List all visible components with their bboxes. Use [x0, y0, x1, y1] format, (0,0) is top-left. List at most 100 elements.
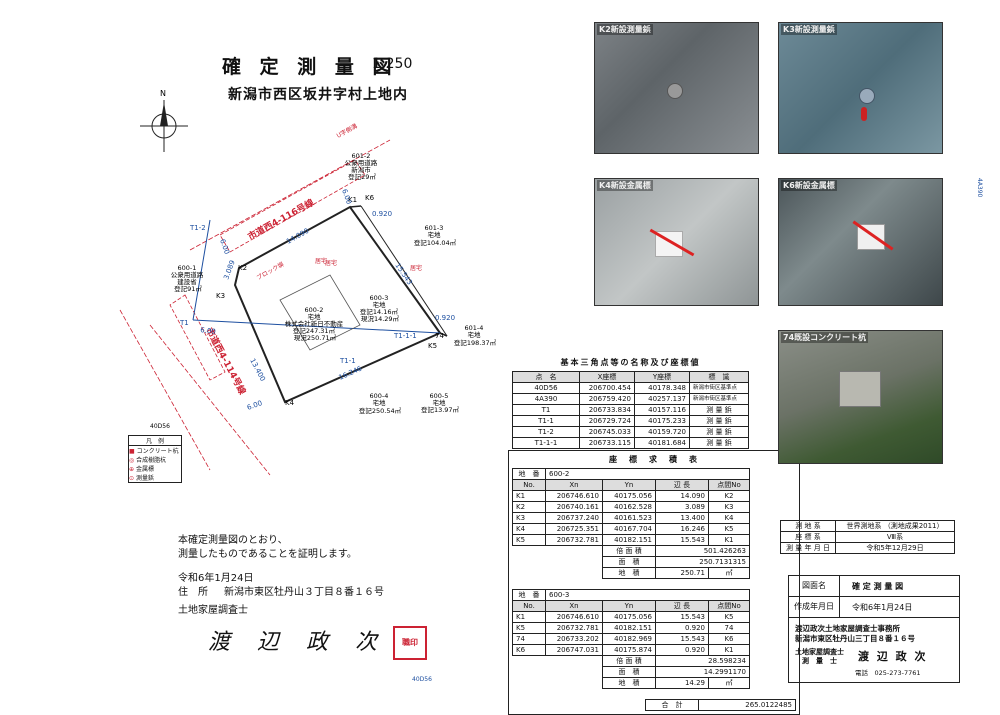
point-T1-2: T1-2: [189, 224, 206, 232]
cert-line-2: 測量したものであることを証明します。: [178, 549, 357, 560]
point-T1-1: T1-1: [339, 357, 356, 365]
resin-pile-icon: ◎: [129, 457, 135, 464]
table-row: 測 量 年 月 日令和5年12月29日: [780, 542, 955, 554]
dim-0920-bottom: 0.920: [435, 314, 455, 322]
survey-plan: N 市道西4-116号線 市道西4-114号線 K1 K2 K3 K4 K5 K…: [119, 89, 497, 476]
drawing-date: 令和6年1月24日: [852, 602, 913, 612]
dim-16246: 16.246: [338, 364, 364, 381]
parcel-600-5: 600-5 宅地 登記13.97㎡: [421, 392, 460, 414]
cert-date: 令和6年1月24日: [178, 573, 254, 584]
photo-k3: K3新設測量鋲: [778, 22, 943, 154]
legend-title: 凡 例: [129, 436, 181, 446]
point-K6: K6: [365, 194, 375, 202]
area-calc-title: 座 標 求 積 表: [609, 455, 699, 464]
parcel-601-2: 601-2 公衆用道路 新潟市 登記29㎡: [345, 152, 380, 181]
certification: 本確定測量図のとおり、 測量したものであることを証明します。 令和6年1月24日…: [178, 534, 427, 660]
mark-40D56-ref: 40D56: [150, 423, 170, 430]
dim-600-d: 6.00: [246, 399, 263, 412]
legend-item-tack: ⊙ 測量鋲: [129, 475, 154, 482]
official-seal-icon: 職印: [392, 626, 427, 660]
office-address: 新潟市東区牡丹山三丁目８番１６号: [795, 634, 915, 643]
concrete-pile-icon: [839, 371, 881, 407]
legend-item-metal: ⊕ 金属標: [129, 466, 154, 473]
dim-600-b: 6.00: [340, 188, 353, 205]
dim-600-c: 6.00: [200, 326, 217, 336]
parcel-600-2: 600-2 宅地 株式会社新日不動産 登記247.31㎡ 現況250.71㎡: [285, 306, 346, 342]
parcel-600-3: 600-3 宅地 登記14.16㎡ 現況14.29㎡: [360, 294, 400, 323]
point-T1-1-1: T1-1-1: [393, 332, 417, 340]
photo-k6: K6新設金属標: [778, 178, 943, 306]
photo-label-k2: K2新設測量鋲: [597, 24, 653, 35]
photo-label-74: 74既設コンクリート杭: [781, 332, 869, 343]
dim-13400: 13.400: [248, 357, 267, 382]
parcel-601-4: 601-4 宅地 登記198.37㎡: [454, 324, 497, 347]
block-wall-label: ブロック塀: [255, 260, 285, 282]
north-arrow-icon: N: [140, 89, 188, 152]
photo-label-k3: K3新設測量鋲: [781, 24, 837, 35]
house-label-a: 居宅: [325, 259, 337, 267]
concrete-pile-icon: ■: [129, 448, 135, 455]
point-K4: K4: [285, 399, 295, 407]
house-label-b: 居宅: [315, 257, 327, 265]
point-74: 74: [435, 332, 444, 340]
photo-k4: K4新設金属標: [594, 178, 759, 306]
page-title: 確 定 測 量 図: [222, 56, 398, 78]
photo-k2: K2新設測量鋲: [594, 22, 759, 154]
legend-item-concrete: ■ コンクリート杭: [129, 448, 179, 455]
surveyor-name: 渡 辺 政 次: [858, 650, 928, 663]
ditch-label: U字側溝: [335, 122, 358, 140]
office-name: 渡辺政次土地家屋調査士事務所: [795, 624, 900, 633]
road-left-label: 市道西4-114号線: [203, 326, 248, 397]
point-K1: K1: [348, 196, 357, 204]
table-row: 測 地 系世界測地系 （測地成果2011）: [780, 520, 955, 532]
drawing-name: 確 定 測 量 図: [852, 581, 904, 591]
survey-tack-icon: [667, 83, 683, 99]
photo-74: 74既設コンクリート杭: [778, 330, 943, 464]
dim-3089: 3.089: [222, 259, 236, 281]
dim-0920-top: 0.920: [372, 210, 392, 218]
cert-line-1: 本確定測量図のとおり、: [178, 535, 288, 546]
dim-600-a: 6.00: [218, 238, 231, 255]
dim-14090: 14.090: [285, 227, 310, 246]
mark-40D56: 40D56: [412, 676, 432, 683]
point-K3: K3: [216, 292, 225, 300]
title-block: 図面名 確 定 測 量 図 作成年月日 令和6年1月24日 渡辺政次土地家屋調査…: [788, 575, 960, 683]
photo-label-k6: K6新設金属標: [781, 180, 837, 191]
survey-tack-icon: [859, 88, 875, 104]
parcel-601-3: 601-3 宅地 登記104.04㎡: [414, 224, 457, 247]
legend: 凡 例 ■ コンクリート杭 ◎ 合成樹脂杭 ⊕ 金属標 ⊙ 測量鋲: [128, 435, 182, 483]
photo-label-k4: K4新設金属標: [597, 180, 653, 191]
point-K5: K5: [428, 342, 437, 350]
office-phone: 電話 025-273-7761: [855, 669, 921, 677]
point-K2: K2: [238, 264, 247, 272]
house-label-c: 居宅: [410, 264, 422, 272]
metal-marker-icon: ⊕: [129, 466, 135, 473]
triangulation-title: 基本三角点等の名称及び座標値: [560, 358, 701, 367]
red-mark-icon: [861, 107, 867, 121]
parcel-600-1: 600-1 公衆用道路 建設省 登記91㎡: [171, 264, 206, 293]
cert-address: 新潟市東区牡丹山３丁目８番１６号: [224, 587, 384, 598]
cert-address-label: 住 所: [178, 587, 208, 598]
signature: 渡 辺 政 次: [208, 630, 387, 655]
scale-label: 1:250: [372, 56, 413, 72]
